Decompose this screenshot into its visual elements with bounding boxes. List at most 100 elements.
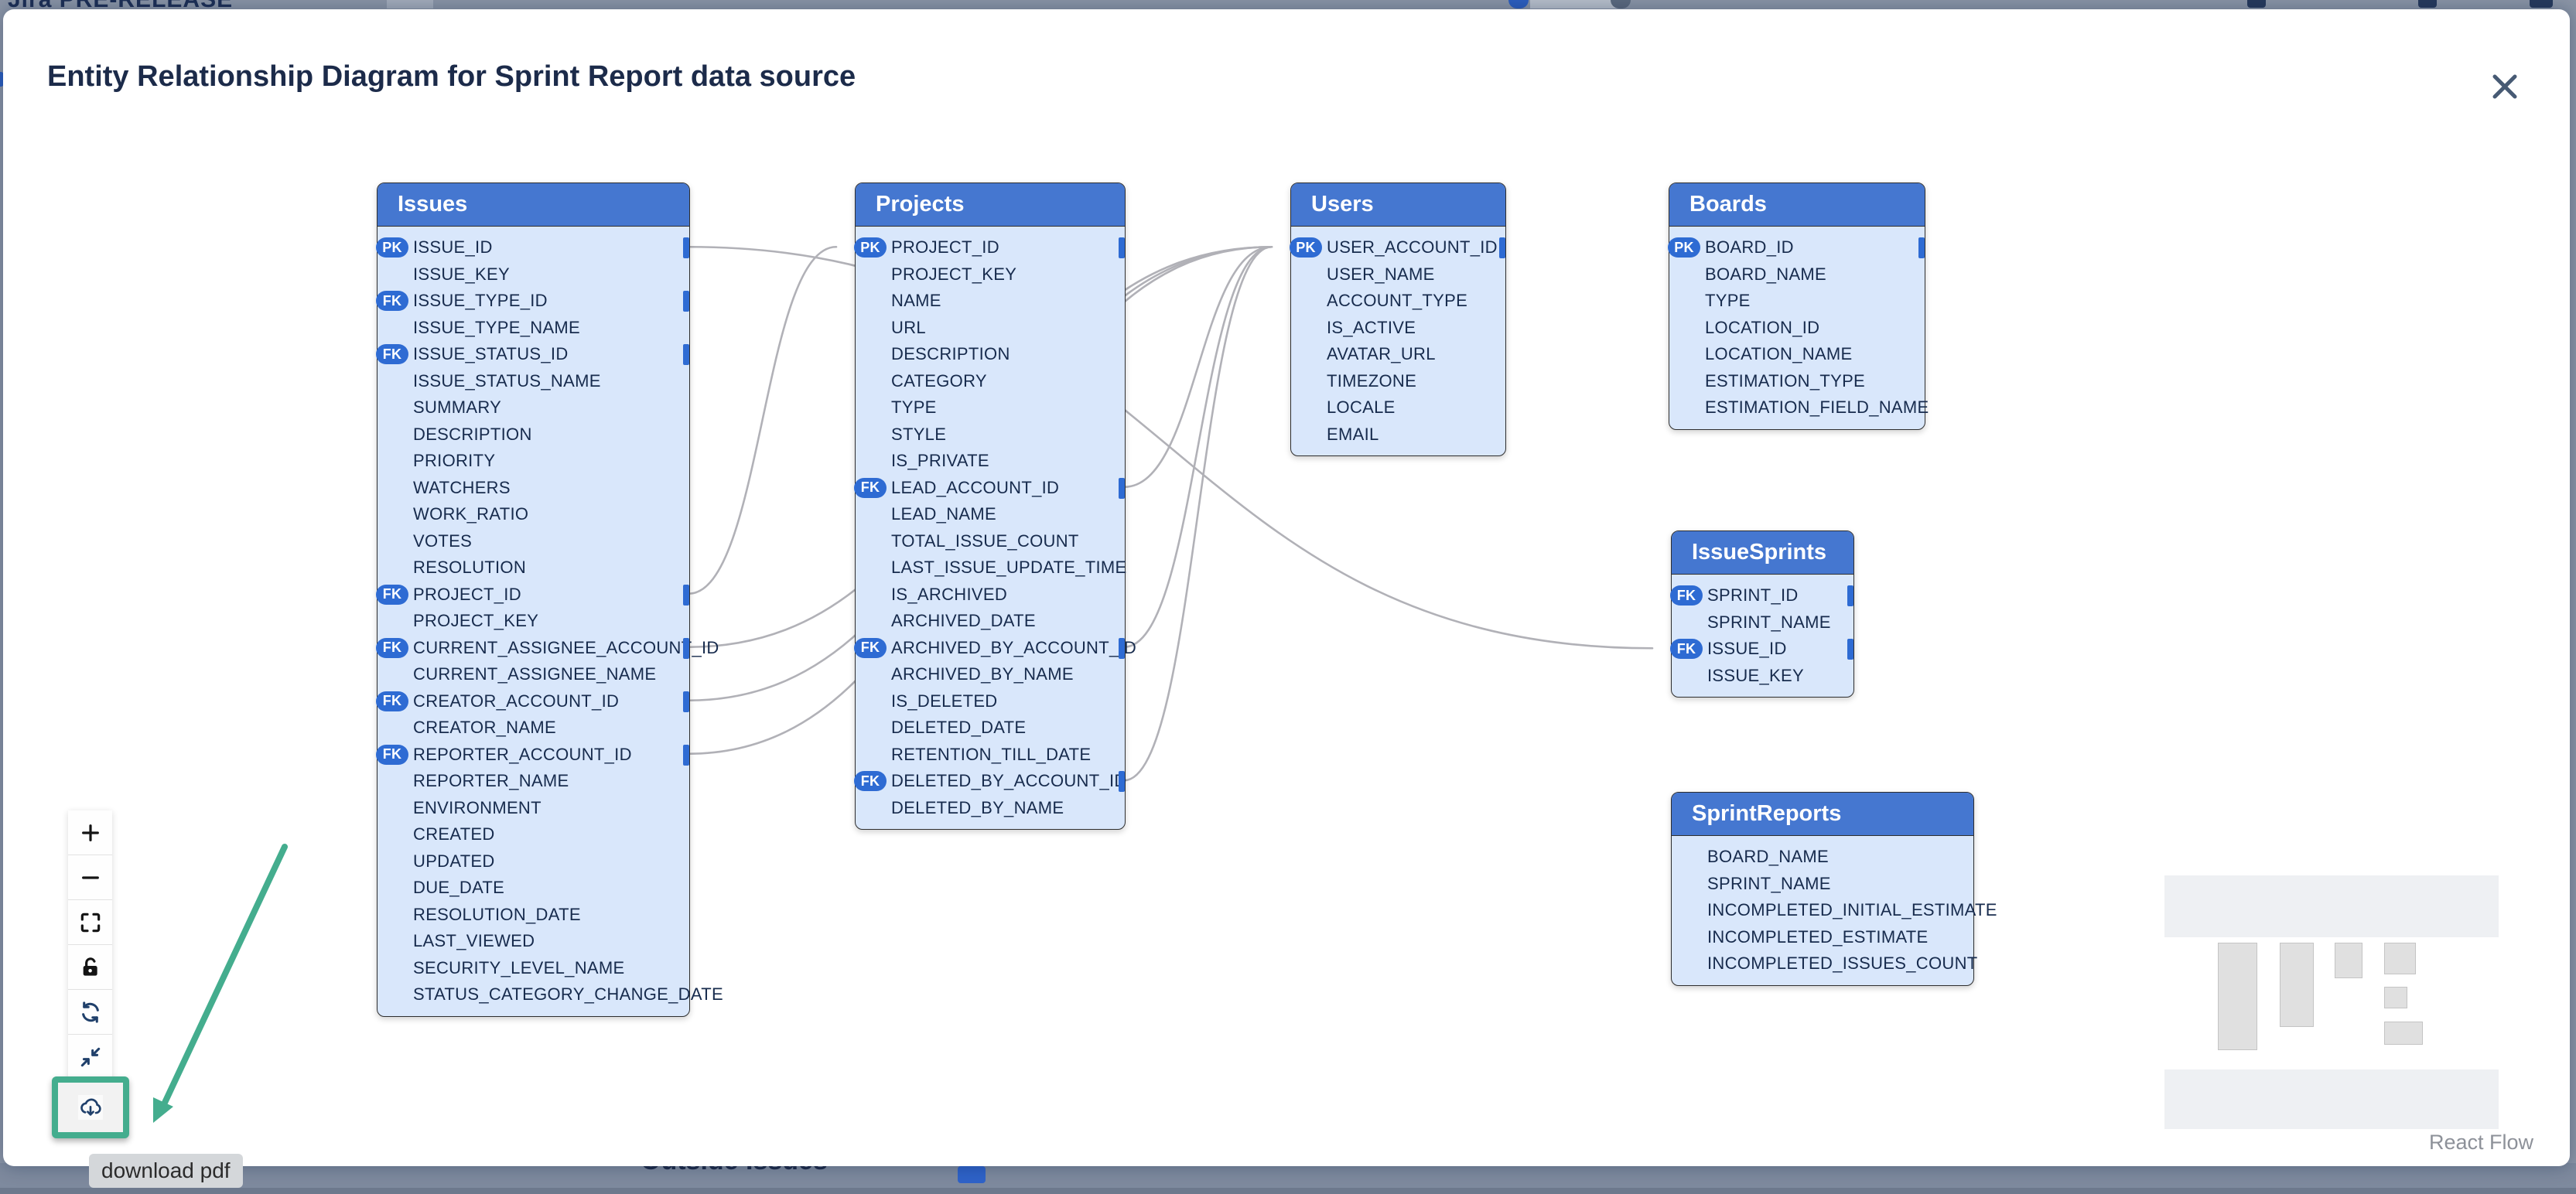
background-count-badge (958, 1166, 986, 1183)
erd-table-title: Projects (856, 183, 1125, 227)
erd-field-name: SPRINT_ID (1707, 585, 1799, 606)
download-pdf-button[interactable] (78, 1095, 103, 1120)
refresh-layout-button[interactable] (68, 990, 112, 1035)
erd-field-row: CREATOR_NAME (378, 715, 689, 742)
connection-handle (1119, 771, 1125, 792)
primary-key-badge: PK (1290, 237, 1322, 258)
connection-handle (683, 691, 689, 712)
erd-field-row: STYLE (856, 421, 1125, 449)
connection-handle (683, 584, 689, 606)
erd-field-name: INCOMPLETED_ISSUES_COUNT (1707, 953, 1978, 974)
erd-field-name: REPORTER_ACCOUNT_ID (413, 744, 632, 764)
flow-minimap[interactable] (2164, 875, 2499, 1129)
minimap-node-users (2335, 943, 2362, 978)
erd-field-row: PROJECT_KEY (856, 261, 1125, 288)
erd-field-row: BOARD_NAME (1669, 261, 1925, 288)
erd-field-name: DELETED_BY_NAME (891, 797, 1064, 817)
modal-title: Entity Relationship Diagram for Sprint R… (47, 60, 856, 93)
erd-field-row: TYPE (1669, 288, 1925, 315)
connection-handle (1847, 639, 1853, 660)
erd-field-row: EMAIL (1291, 421, 1505, 449)
zoom-in-button[interactable] (68, 810, 112, 855)
erd-field-row: ESTIMATION_FIELD_NAME (1669, 394, 1929, 421)
erd-field-name: LOCATION_NAME (1705, 344, 1853, 364)
erd-field-row: IS_ARCHIVED (856, 582, 1125, 609)
erd-field-row: ESTIMATION_TYPE (1669, 368, 1925, 395)
erd-field-name: IS_ACTIVE (1327, 317, 1416, 337)
background-icon-sliver (2247, 0, 2266, 8)
erd-field-row: LOCATION_ID (1669, 315, 1925, 342)
erd-field-row: DUE_DATE (378, 875, 689, 902)
erd-field-name: LOCALE (1327, 397, 1396, 418)
erd-field-name: AVATAR_URL (1327, 344, 1436, 364)
erd-field-name: NAME (891, 291, 941, 311)
erd-field-name: ARCHIVED_BY_ACCOUNT_ID (891, 637, 1137, 657)
zoom-out-button[interactable] (68, 855, 112, 900)
erd-field-name: UPDATED (413, 851, 495, 871)
erd-field-name: PRIORITY (413, 451, 496, 471)
erd-field-row: LEAD_NAME (856, 501, 1125, 528)
erd-field-row: ACCOUNT_TYPE (1291, 288, 1505, 315)
connection-handle (1119, 477, 1125, 499)
erd-field-row: CATEGORY (856, 368, 1125, 395)
foreign-key-badge: FK (376, 584, 408, 605)
foreign-key-badge: FK (376, 344, 408, 364)
download-pdf-tooltip: download pdf (89, 1154, 243, 1188)
erd-field-row: DELETED_DATE (856, 715, 1125, 742)
foreign-key-badge: FK (376, 637, 408, 658)
erd-field-row: ISSUE_KEY (1672, 663, 1853, 690)
erd-field-name: ISSUE_STATUS_NAME (413, 370, 601, 391)
minimap-node-issues (2218, 943, 2257, 1050)
erd-field-name: ISSUE_ID (413, 237, 493, 258)
erd-field-row: SPRINT_NAME (1672, 871, 1973, 898)
erd-field-row: CURRENT_ASSIGNEE_NAME (378, 661, 689, 688)
erd-field-name: PROJECT_KEY (413, 611, 539, 631)
close-button[interactable] (2485, 67, 2525, 107)
foreign-key-badge: FK (376, 744, 408, 765)
erd-field-name: ISSUE_TYPE_NAME (413, 317, 581, 337)
erd-field-name: SECURITY_LEVEL_NAME (413, 957, 625, 977)
connection-handle (683, 744, 689, 766)
erd-field-name: PROJECT_ID (413, 584, 521, 604)
erd-field-row: PRIORITY (378, 448, 689, 475)
erd-table-title: SprintReports (1672, 793, 1973, 836)
minimap-node-issuesprints (2384, 987, 2407, 1008)
erd-field-row: STATUS_CATEGORY_CHANGE_DATE (378, 981, 723, 1008)
fit-view-button[interactable] (68, 900, 112, 945)
erd-field-name: CREATOR_NAME (413, 718, 556, 738)
erd-field-row: CREATED (378, 821, 689, 848)
foreign-key-badge: FK (854, 477, 887, 498)
collapse-button[interactable] (68, 1035, 112, 1080)
erd-field-row: TOTAL_ISSUE_COUNT (856, 528, 1125, 555)
erd-field-name: RETENTION_TILL_DATE (891, 744, 1092, 764)
flow-controls-toolbar (68, 810, 112, 1080)
lock-button[interactable] (68, 945, 112, 990)
erd-field-row: IS_PRIVATE (856, 448, 1125, 475)
background-chip (387, 0, 433, 9)
erd-field-name: TYPE (1705, 291, 1751, 311)
erd-field-row: SPRINT_NAME (1672, 609, 1853, 636)
erd-field-row: ISSUE_TYPE_NAME (378, 315, 689, 342)
erd-field-name: LAST_ISSUE_UPDATE_TIME (891, 558, 1127, 578)
react-flow-attribution[interactable]: React Flow (2429, 1131, 2534, 1154)
erd-field-name: BOARD_ID (1705, 237, 1794, 258)
erd-field-name: INCOMPLETED_INITIAL_ESTIMATE (1707, 900, 1997, 920)
plus-icon (81, 824, 99, 841)
foreign-key-badge: FK (376, 691, 408, 711)
connection-handle (1119, 237, 1125, 258)
